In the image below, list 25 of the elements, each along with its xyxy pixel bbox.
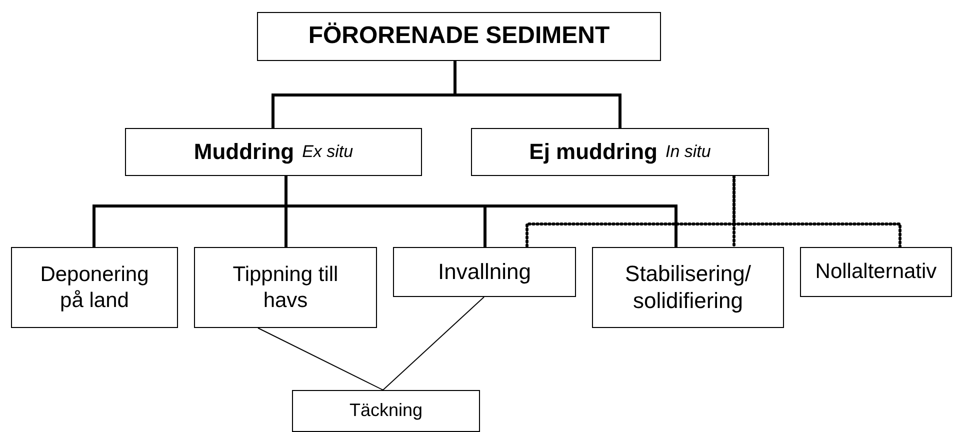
category-box	[592, 247, 784, 328]
category-box	[292, 390, 480, 432]
category-box	[393, 247, 576, 297]
box-label: FÖRORENADE SEDIMENT	[308, 22, 610, 51]
box-sublabel: Ex situ	[302, 142, 354, 162]
connector-line	[284, 176, 678, 247]
category-box	[800, 247, 952, 297]
category-box	[125, 128, 422, 176]
box-label: Täckning	[349, 400, 423, 422]
box-label: Nollalternativ	[815, 259, 937, 285]
category-box	[11, 247, 178, 328]
connector-line	[258, 328, 384, 390]
category-box	[257, 12, 661, 61]
category-box	[471, 128, 769, 176]
connector-line	[382, 296, 484, 390]
box-label: Invallning	[438, 258, 531, 286]
dotted-connector	[732, 174, 902, 248]
box-label: Stabilisering/ solidifiering	[624, 261, 752, 314]
connector-line	[454, 61, 622, 128]
box-sublabel: In situ	[665, 142, 711, 162]
box-label: Tippning till havs	[232, 262, 340, 313]
box-label: Deponering på land	[39, 262, 150, 313]
box-label: Muddring	[194, 138, 294, 166]
category-box	[194, 247, 377, 328]
box-label: Ej muddring	[529, 138, 658, 166]
